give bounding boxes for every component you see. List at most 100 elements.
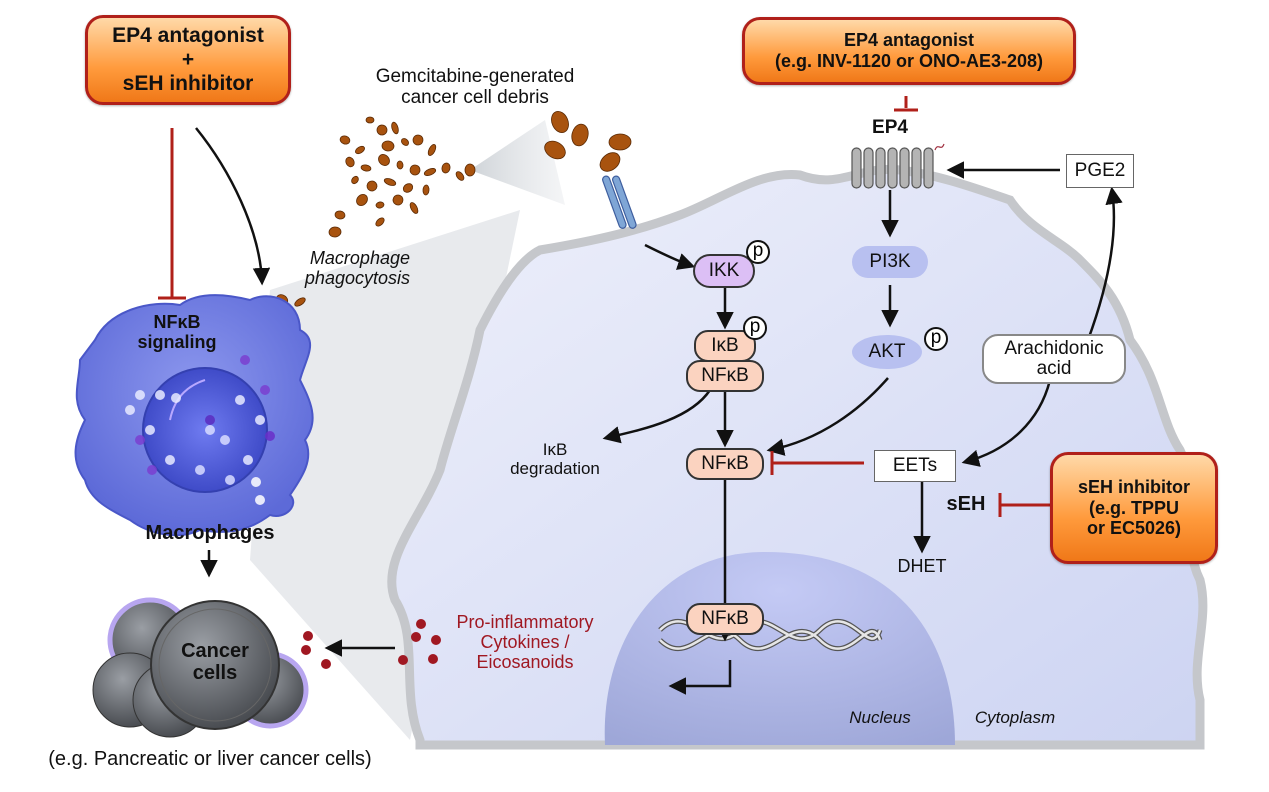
eets-node: EETs (874, 450, 956, 482)
nfkb-signaling-line1: NFκB (153, 312, 201, 332)
debris-particle (409, 164, 421, 176)
debris-label: Gemcitabine-generated cancer cell debris (350, 66, 600, 109)
ikb-degradation-label: IκB degradation (500, 440, 610, 478)
ep4-label: EP4 (872, 117, 908, 138)
cytoplasm-label: Cytoplasm (974, 708, 1056, 727)
seh-label: sEH (946, 493, 986, 515)
granule (135, 390, 145, 400)
arachidonic-line2: acid (1036, 358, 1072, 379)
cancer-cells-label: Cancer cells (165, 640, 265, 685)
phagocytosis-label-line1: Macrophage (309, 248, 410, 268)
akt-node: AKT (852, 335, 922, 369)
debris-particle (376, 124, 388, 136)
debris-particle (360, 164, 372, 172)
debris-particle (455, 171, 465, 181)
debris-particle (392, 194, 404, 206)
cytokines-line3: Eicosanoids (476, 652, 574, 673)
zoom-beam-debris (470, 120, 565, 205)
arachidonic-line1: Arachidonic (1004, 338, 1104, 360)
ikk-phospho-icon: p (746, 240, 770, 264)
granule (135, 435, 145, 445)
pge2-node: PGE2 (1066, 154, 1134, 188)
cytokines-label: Pro-inflammatory Cytokines / Eicosanoids (440, 612, 610, 672)
arachidonic-acid-node: Arachidonic acid (982, 334, 1126, 384)
cytokines-line2: Cytokines / (480, 632, 570, 653)
debris-particle (396, 160, 404, 170)
debris-particle (401, 138, 409, 146)
ikb-phospho-icon: p (743, 316, 767, 340)
debris-particle (345, 156, 355, 168)
granule (220, 435, 230, 445)
ep4-antagonist-box: EP4 antagonist (e.g. INV-1120 or ONO-AE3… (742, 17, 1076, 85)
akt-phospho-icon: p (924, 327, 948, 351)
ep4-antagonist-line1: EP4 antagonist (843, 30, 975, 51)
cancer-cells-line2: cells (192, 662, 238, 685)
ikk-node: IKK (693, 254, 755, 288)
ikb-degradation-line1: IκB (542, 440, 568, 459)
granule (240, 355, 250, 365)
cancer-cells-cluster (92, 597, 309, 738)
cancer-cells-line1: Cancer (181, 640, 249, 662)
debris-particle (608, 133, 632, 151)
debris-particle (339, 135, 351, 145)
macrophage-granules (125, 355, 275, 505)
debris-particle (427, 144, 437, 156)
debris-particle (355, 145, 365, 155)
seh-inhibitor-line3: or EC5026) (1086, 518, 1182, 539)
debris-particle (365, 116, 375, 124)
debris-particle (551, 111, 569, 133)
debris-label-line1: Gemcitabine-generated (375, 66, 575, 87)
granule (125, 405, 135, 415)
ep4-receptor-icon (851, 143, 945, 189)
cytokines-line1: Pro-inflammatory (456, 612, 594, 632)
seh-inhibitor-box: sEH inhibitor (e.g. TPPU or EC5026) (1050, 452, 1218, 564)
dhet-label: DHET (897, 556, 947, 576)
granule (195, 465, 205, 475)
granule (255, 495, 265, 505)
granule (265, 431, 275, 441)
debris-particle (366, 180, 378, 192)
debris-particle (571, 123, 589, 147)
inhibition-lines (158, 96, 1050, 517)
debris-label-line2: cancer cell debris (401, 87, 549, 109)
seh-inhibitor-line2: (e.g. TPPU (1088, 497, 1179, 518)
debris-particle (464, 163, 476, 177)
debris-particle (423, 168, 437, 176)
debris-particle (383, 178, 397, 186)
debris-particle (356, 194, 368, 206)
granule (171, 393, 181, 403)
granule (205, 415, 215, 425)
pi3k-node: PI3K (852, 246, 928, 278)
debris-particle (422, 184, 430, 196)
granule (260, 385, 270, 395)
debris-particle (334, 210, 346, 220)
granule (225, 475, 235, 485)
zoom-beam-macrophage (250, 210, 520, 740)
nfkb-free-node: NFκB (686, 448, 764, 480)
combo-drug-line1: EP4 antagonist (112, 23, 264, 47)
nfkb-signaling-line2: signaling (137, 332, 217, 353)
phagocytic-receptor-icon (602, 175, 637, 229)
cytokine-dots (301, 619, 441, 669)
pathway-arrows (195, 127, 1123, 695)
seh-inhibitor-line1: sEH inhibitor (1078, 476, 1190, 497)
granule (155, 390, 165, 400)
debris-particle (391, 121, 399, 135)
debris-particle (375, 217, 385, 227)
combo-drug-box: EP4 antagonist + sEH inhibitor (85, 15, 291, 105)
granule (165, 455, 175, 465)
debris-particle (375, 201, 385, 209)
granule (235, 395, 245, 405)
cancer-examples-label: (e.g. Pancreatic or liver cancer cells) (48, 748, 372, 770)
debris-particle (294, 297, 306, 307)
debris-particle (328, 226, 342, 238)
nucleus (604, 552, 955, 745)
phagocytosis-label: Macrophage phagocytosis (270, 248, 410, 288)
granule (255, 415, 265, 425)
debris-particle (412, 134, 424, 146)
debris-particle (544, 140, 566, 160)
nfkb-nuclear-node: NFκB (686, 603, 764, 635)
cell-membrane (387, 164, 1208, 750)
nucleus-label: Nucleus (849, 708, 911, 727)
ikb-degradation-line2: degradation (510, 459, 600, 479)
